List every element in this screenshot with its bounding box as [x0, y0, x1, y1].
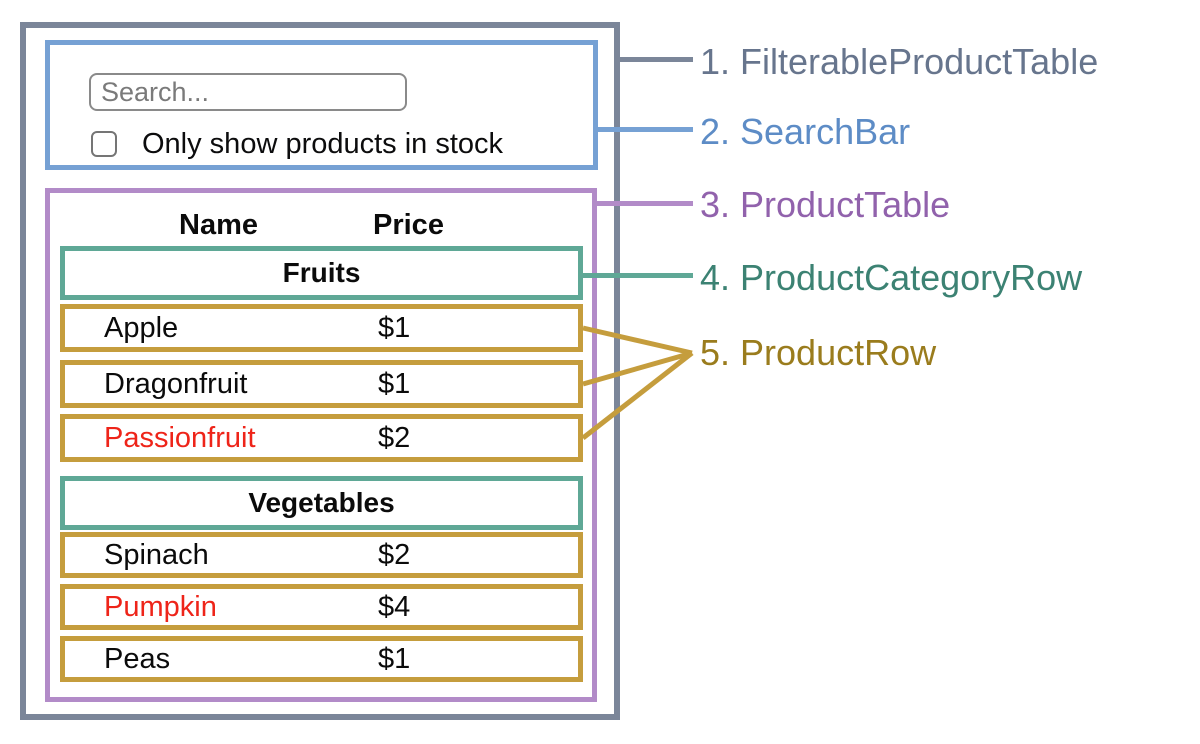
legend-item-filterable-product-table: 1. FilterableProductTable [700, 41, 1099, 82]
column-header-price: Price [373, 209, 444, 241]
category-label: Vegetables [248, 487, 395, 518]
table-header-row: Name Price [50, 193, 592, 243]
in-stock-checkbox[interactable] [91, 131, 117, 157]
product-row-apple: Apple $1 [60, 304, 583, 352]
product-row-pumpkin: Pumpkin $4 [60, 584, 583, 630]
product-price: $4 [378, 590, 411, 623]
legend-line-product-table [595, 201, 693, 206]
legend-item-product-category-row: 4. ProductCategoryRow [700, 257, 1083, 298]
category-label: Fruits [282, 257, 361, 288]
legend-line-filterable-product-table [616, 57, 693, 62]
category-row-fruits: Fruits [60, 246, 583, 300]
product-name: Spinach [104, 538, 209, 571]
product-price: $1 [378, 311, 411, 344]
product-name: Apple [104, 311, 179, 344]
legend-line-product-category-row [583, 273, 693, 278]
product-row-dragonfruit: Dragonfruit $1 [60, 360, 583, 408]
product-price: $1 [378, 642, 411, 675]
product-row-passionfruit: Passionfruit $2 [60, 414, 583, 462]
search-bar-box: Only show products in stock [45, 40, 598, 170]
product-price: $1 [378, 367, 411, 400]
legend-line-search-bar [598, 127, 693, 132]
legend-item-search-bar: 2. SearchBar [700, 111, 911, 152]
product-name: Dragonfruit [104, 367, 248, 400]
search-input[interactable] [89, 73, 407, 111]
in-stock-checkbox-label: Only show products in stock [142, 128, 504, 160]
product-price: $2 [378, 538, 411, 571]
legend-item-product-row: 5. ProductRow [700, 332, 937, 373]
product-row-peas: Peas $1 [60, 636, 583, 682]
product-table-box: Name Price Fruits Apple $1 Dragonfruit $… [45, 188, 597, 702]
legend-lines-product-row [581, 325, 694, 440]
column-header-name: Name [179, 209, 258, 241]
product-row-spinach: Spinach $2 [60, 532, 583, 578]
product-name-out-of-stock: Pumpkin [104, 590, 217, 623]
category-row-vegetables: Vegetables [60, 476, 583, 530]
filterable-product-table-box: Only show products in stock Name Price F… [20, 22, 620, 720]
product-name: Peas [104, 642, 171, 675]
product-name-out-of-stock: Passionfruit [104, 421, 256, 454]
legend-item-product-table: 3. ProductTable [700, 184, 951, 225]
product-price: $2 [378, 421, 411, 454]
